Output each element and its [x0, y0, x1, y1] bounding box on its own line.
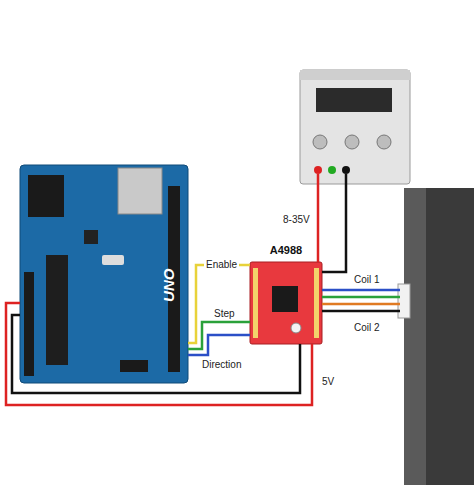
- supply-wire: [317, 174, 320, 262]
- driver-pins-left: [253, 268, 258, 338]
- motor-face: [404, 188, 426, 485]
- supply-display: [316, 88, 392, 112]
- signal-name: Direction: [200, 359, 243, 371]
- signal-name: 5V: [320, 376, 336, 388]
- wire-label: 8-35V: [281, 214, 312, 226]
- terminal-green: [328, 166, 336, 174]
- node-label: UNO: [162, 268, 179, 301]
- driver-chip: [272, 286, 298, 312]
- power-header: [24, 272, 34, 376]
- driver-pins-right: [314, 268, 319, 338]
- crystal: [102, 255, 124, 265]
- smd-chip: [84, 230, 98, 244]
- power-supply: [300, 70, 410, 184]
- supply-wire: [322, 174, 346, 272]
- coil-wire: [322, 296, 400, 299]
- supply-knob: [313, 135, 327, 149]
- supply-top: [300, 70, 410, 80]
- terminal-black: [342, 166, 350, 174]
- coil-wire: [322, 289, 400, 292]
- wire-label: Coil 1: [352, 274, 382, 286]
- arduino-board: [20, 165, 188, 383]
- signal-name: Enable: [204, 259, 239, 271]
- coil-wire: [322, 303, 400, 306]
- coil-wire: [322, 310, 400, 313]
- power-jack: [28, 175, 64, 217]
- signal-name: Step: [212, 308, 237, 320]
- stepper-motor: [404, 188, 474, 485]
- icsp-header: [120, 360, 148, 372]
- node-label: A4988: [270, 244, 302, 256]
- supply-knob: [345, 135, 359, 149]
- driver-board: A4988: [250, 262, 322, 344]
- terminal-red: [314, 166, 322, 174]
- driver-board: [250, 262, 322, 344]
- atmega-chip: [46, 255, 68, 365]
- signal-wire: [188, 265, 250, 343]
- potentiometer: [291, 323, 301, 333]
- supply-knob: [377, 135, 391, 149]
- arduino-board: UNO: [20, 165, 188, 383]
- usb-port: [118, 168, 162, 214]
- wire-label: Coil 2: [352, 322, 382, 334]
- signal-wire: [12, 315, 300, 393]
- signal-wire: [6, 303, 312, 405]
- signal-wire: [188, 335, 250, 355]
